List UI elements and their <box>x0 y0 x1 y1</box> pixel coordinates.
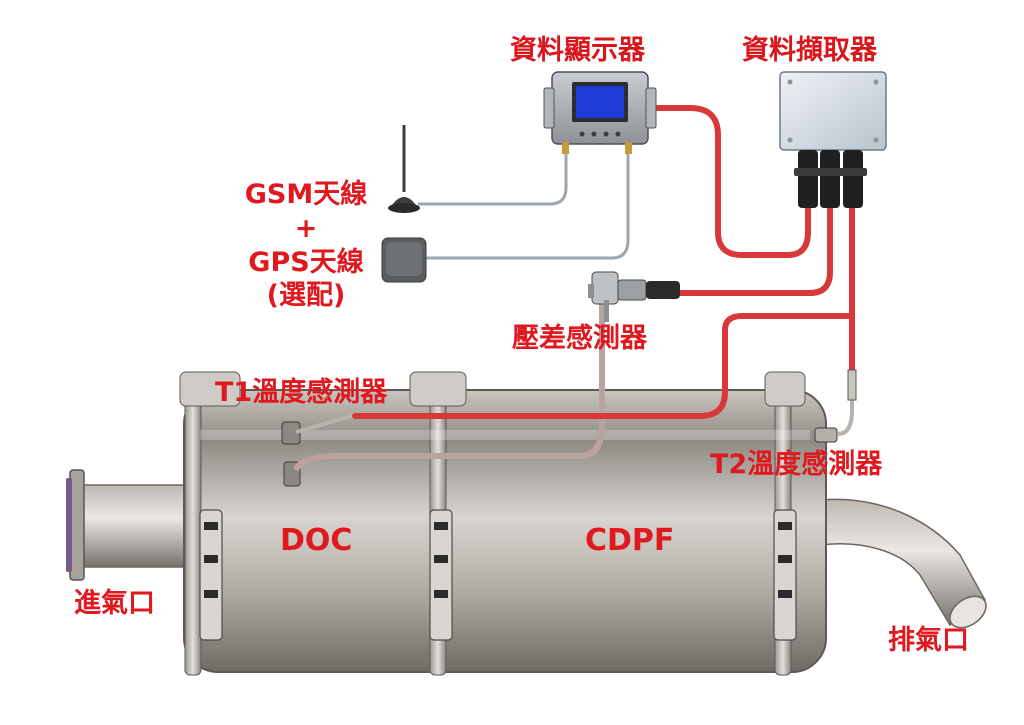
gps-puck-icon <box>381 237 427 283</box>
inlet-pipe <box>66 469 193 581</box>
antenna-icon <box>388 125 420 213</box>
display-screen <box>576 86 624 118</box>
data-display <box>543 71 657 154</box>
antenna-cables <box>418 150 630 260</box>
red-cables <box>352 105 855 419</box>
doc-label: DOC <box>280 523 353 558</box>
display-label: 資料顯示器 <box>510 35 645 66</box>
t2-sensor-fitting <box>814 427 838 443</box>
outlet-pipe <box>819 498 987 629</box>
logger-label: 資料擷取器 <box>742 35 877 66</box>
sensor-tubes <box>293 300 854 472</box>
gps-label: GPS天線 <box>248 246 364 278</box>
cdpf-label: CDPF <box>585 523 675 558</box>
gsm-label: GSM天線 <box>244 179 368 210</box>
dp-sensor-label: 壓差感測器 <box>512 323 647 354</box>
dpf-body <box>179 371 827 676</box>
outlet-label: 排氣口 <box>888 625 969 656</box>
t1-sensor-label: T1溫度感測器 <box>215 377 388 408</box>
optional-label: (選配) <box>266 280 346 312</box>
antenna-label-group: GSM天線 + GPS天線 (選配) <box>226 178 386 313</box>
data-logger <box>779 71 887 208</box>
t2-probe <box>847 369 857 401</box>
plus-label: + <box>294 212 318 244</box>
t2-sensor-label: T2溫度感測器 <box>710 449 883 480</box>
pressure-sensor <box>588 271 680 322</box>
inlet-label: 進氣口 <box>74 588 155 619</box>
